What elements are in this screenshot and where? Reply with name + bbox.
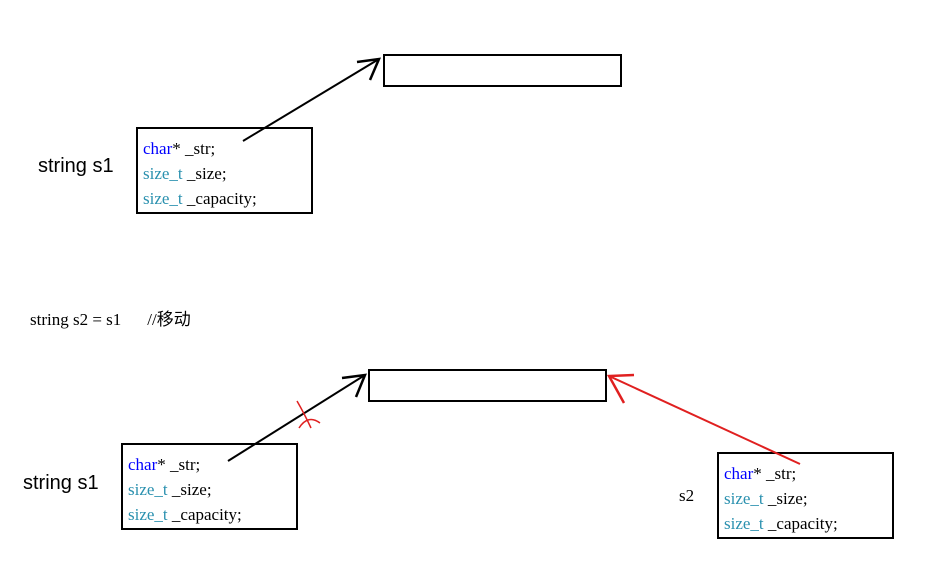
field-suffix: _size; (167, 480, 212, 499)
type-name: size_t (128, 505, 168, 524)
arrow-s2-to-buffer (606, 373, 801, 465)
s1-label-top: string s1 (38, 155, 114, 177)
field-suffix: * _str; (157, 455, 201, 474)
type-keyword: char (724, 464, 754, 483)
field-suffix: _capacity; (167, 505, 242, 524)
type-name: size_t (724, 489, 764, 508)
arrow-head-icon (356, 57, 382, 81)
field-str: char* _str; (724, 461, 892, 486)
s1-struct-top: char* _str; size_t _size; size_t _capaci… (136, 127, 313, 214)
pointer-line (608, 375, 801, 465)
s2-struct: char* _str; size_t _size; size_t _capaci… (717, 452, 894, 539)
field-capacity: size_t _capacity; (724, 511, 892, 536)
field-size: size_t _size; (128, 477, 296, 502)
statement-comment: //移动 (147, 310, 191, 329)
statement-code: string s2 = s1 (30, 310, 122, 329)
type-name: size_t (724, 514, 764, 533)
type-name: size_t (128, 480, 168, 499)
field-suffix: _size; (763, 489, 808, 508)
field-suffix: _capacity; (763, 514, 838, 533)
field-suffix: _size; (182, 164, 227, 183)
arrow-head-icon (606, 373, 635, 404)
s1-label-bottom: string s1 (23, 472, 99, 494)
field-capacity: size_t _capacity; (128, 502, 296, 527)
move-statement: string s2 = s1 //移动 (30, 305, 191, 330)
heap-buffer-bottom (368, 369, 607, 402)
field-suffix: * _str; (172, 139, 216, 158)
field-suffix: _capacity; (182, 189, 257, 208)
field-str: char* _str; (143, 136, 311, 161)
field-size: size_t _size; (724, 486, 892, 511)
type-name: size_t (143, 189, 183, 208)
arrow-head-icon (341, 373, 367, 398)
s2-label: s2 (679, 486, 695, 505)
heap-buffer-top (383, 54, 622, 87)
type-keyword: char (143, 139, 173, 158)
field-size: size_t _size; (143, 161, 311, 186)
field-capacity: size_t _capacity; (143, 186, 311, 211)
cut-mark-icon (296, 400, 321, 429)
type-keyword: char (128, 455, 158, 474)
type-name: size_t (143, 164, 183, 183)
field-suffix: * _str; (753, 464, 797, 483)
field-str: char* _str; (128, 452, 296, 477)
s1-struct-bottom: char* _str; size_t _size; size_t _capaci… (121, 443, 298, 530)
